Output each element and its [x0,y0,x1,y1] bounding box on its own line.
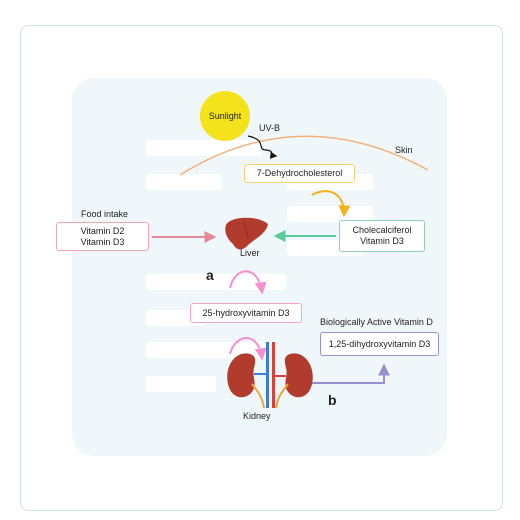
hydroxy-to-kidney-arrow [229,337,267,361]
food-vitamin-d3: Vitamin D3 [80,236,125,247]
cholecalciferol-vitamin-d3: Vitamin D3 [360,236,404,246]
skin-arc [179,135,429,176]
dehydrocholesterol-label: 7-Dehydrocholesterol [256,168,343,178]
dihydroxyvitamin-label: 1,25-dihydroxyvitamin D3 [328,338,431,349]
step-b-label: b [328,392,337,408]
uvb-label: UV-B [259,123,281,133]
cholecalciferol-label: Cholecalciferol [352,225,412,235]
step-a-label: a [206,267,214,283]
food-vitamin-d2: Vitamin D2 [80,225,125,236]
hydroxyvitamin-box: 25-hydroxyvitamin D3 [190,303,302,323]
liver-to-hydroxy-arrow [229,270,267,295]
decor-stripe [146,174,221,190]
decor-stripe [146,376,216,392]
cholecalciferol-box: Cholecalciferol Vitamin D3 [339,220,425,252]
liver-icon [225,217,268,250]
dehydrocholesterol-box: 7-Dehydrocholesterol [244,164,355,183]
food-intake-label: Food intake [81,209,129,219]
dehydro-to-chole-arrow [311,190,351,218]
kidney-to-active-arrow [312,363,390,384]
food-intake-box: Vitamin D2 Vitamin D3 [56,222,149,251]
liver-label: Liver [240,248,260,258]
hydroxyvitamin-label: 25-hydroxyvitamin D3 [202,307,290,318]
dihydroxyvitamin-box: 1,25-dihydroxyvitamin D3 [320,332,439,356]
sunlight-label: Sunlight [208,111,242,121]
active-vitamin-title: Biologically Active Vitamin D [320,317,433,327]
sun-icon: Sunlight [200,91,250,141]
skin-label: Skin [395,145,413,155]
decor-stripe [146,140,262,156]
kidney-icon [227,342,313,409]
decor-stripe [146,274,286,290]
decor-stripe [146,342,266,358]
uvb-arrow [247,135,278,159]
decor-stripe [287,206,373,222]
kidney-label: Kidney [243,411,271,421]
